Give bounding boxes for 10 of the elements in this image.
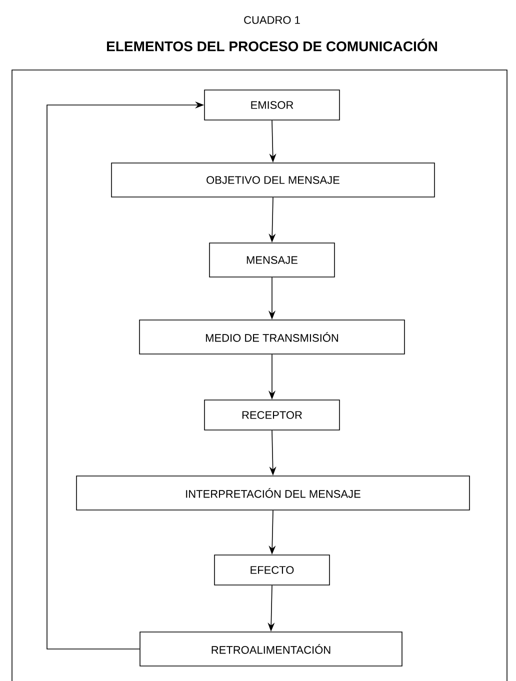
process-box: RECEPTOR: [204, 400, 340, 430]
figure-number: CUADRO 1: [244, 16, 300, 24]
process-box: RETROALIMENTACIÓN: [140, 632, 402, 666]
process-box: EFECTO: [214, 554, 330, 586]
process-box: EMISOR: [204, 90, 340, 120]
process-box: MENSAJE: [209, 242, 335, 278]
title: ELEMENTOS DEL PROCESO DE COMUNICACIÓN: [107, 38, 437, 52]
process-box: OBJETIVO DEL MENSAJE: [111, 162, 435, 198]
process-box: INTERPRETACIÓN DEL MENSAJE: [76, 476, 470, 510]
process-box: MEDIO DE TRANSMISIÓN: [139, 320, 405, 354]
